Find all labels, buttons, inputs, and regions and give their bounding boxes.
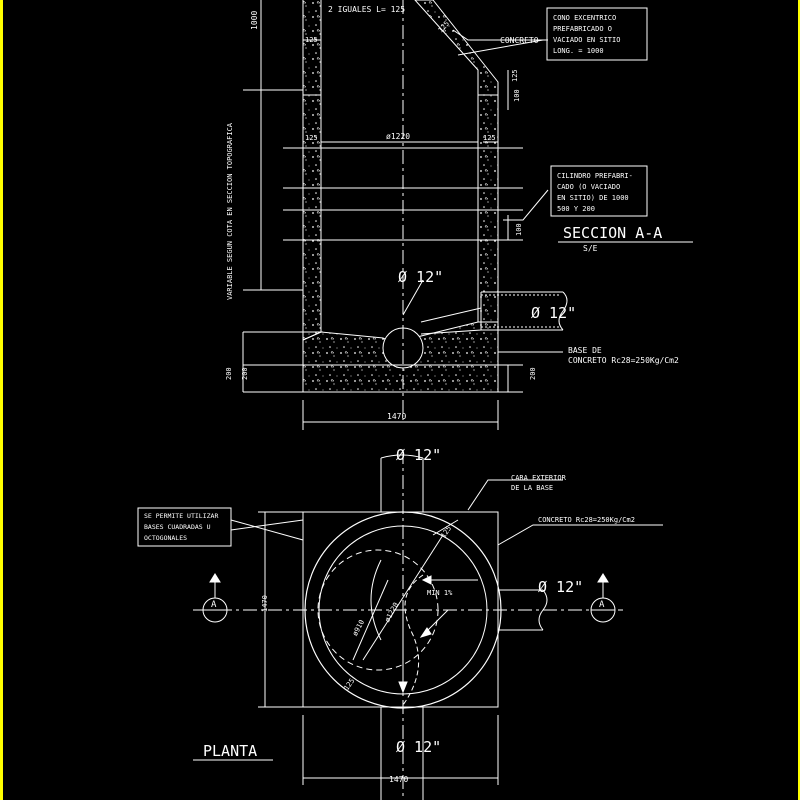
cara-note-2: DE LA BASE bbox=[511, 484, 553, 492]
vertical-note: VARIABLE SEGUN COTA EN SECCION TOPOGRAFI… bbox=[226, 122, 234, 300]
svg-text:LONG. = 1000: LONG. = 1000 bbox=[553, 47, 604, 55]
section-texts: 2 IGUALES L= 125 125 125 CONCRETO 125 ø1… bbox=[225, 5, 679, 421]
concreto-note: CONCRETO Rc28=250Kg/Cm2 bbox=[538, 516, 635, 524]
dim-125-mid-right: 125 bbox=[483, 134, 496, 142]
cut-right-label: A bbox=[599, 600, 605, 610]
pipe-bottom-label: Ø 12" bbox=[396, 738, 441, 756]
cara-note-1: CARA EXTERIOR bbox=[511, 474, 567, 482]
note-top: 2 IGUALES L= 125 bbox=[328, 5, 405, 14]
label-concreto: CONCRETO bbox=[500, 36, 539, 45]
svg-text:OCTOGONALES: OCTOGONALES bbox=[144, 534, 187, 542]
plan-view bbox=[193, 450, 663, 800]
svg-text:SE PERMITE UTILIZAR: SE PERMITE UTILIZAR bbox=[144, 512, 218, 520]
slope-label: MIN 1% bbox=[427, 589, 453, 597]
cylinder-right-wall bbox=[477, 94, 499, 323]
permite-box: SE PERMITE UTILIZAR BASES CUADRADAS U OC… bbox=[137, 507, 232, 547]
dim-200-a: 200 bbox=[225, 367, 233, 380]
dim-125-mid-left: 125 bbox=[305, 134, 318, 142]
cone-left-wall bbox=[302, 0, 322, 96]
svg-text:CONO EXCENTRICO: CONO EXCENTRICO bbox=[553, 14, 616, 22]
inlet-pipe-section bbox=[420, 291, 563, 335]
dim-125-plan-bottom: 125 bbox=[343, 677, 357, 692]
pipe-right-label: Ø 12" bbox=[538, 578, 583, 596]
dim-1000-vertical: 1000 bbox=[250, 11, 259, 30]
dim-125-top-left: 125 bbox=[305, 36, 318, 44]
section-view bbox=[242, 0, 568, 430]
dim-100-right-bottom: 100 bbox=[515, 223, 523, 236]
cylinder-left-wall bbox=[302, 94, 322, 341]
dim-diam-1220-plan: ø1220 bbox=[383, 601, 400, 623]
cut-left-label: A bbox=[211, 600, 217, 610]
dim-125-plan-top: 125 bbox=[439, 525, 453, 540]
svg-text:PREFABRICADO O: PREFABRICADO O bbox=[553, 25, 612, 33]
dim-200-b: 200 bbox=[241, 367, 249, 380]
svg-text:EN SITIO) DE 1000: EN SITIO) DE 1000 bbox=[557, 194, 629, 202]
dim-diam-1220: ø1220 bbox=[386, 132, 410, 141]
dim-125-right: 125 bbox=[511, 69, 519, 82]
pipe-bottom bbox=[380, 707, 424, 800]
plan-title: PLANTA bbox=[203, 742, 257, 760]
dim-200-c: 200 bbox=[529, 367, 537, 380]
dim-1470-vertical: 1470 bbox=[261, 595, 269, 612]
base-note-2: CONCRETO Rc28=250Kg/Cm2 bbox=[568, 356, 679, 365]
section-scale: S/E bbox=[583, 244, 598, 253]
section-title: SECCION A-A bbox=[563, 224, 662, 242]
svg-text:CADO (O VACIADO: CADO (O VACIADO bbox=[557, 183, 620, 191]
pipe-top-label: Ø 12" bbox=[396, 446, 441, 464]
pipe-out-label: Ø 12" bbox=[531, 304, 576, 322]
svg-text:VACIADO EN SITIO: VACIADO EN SITIO bbox=[553, 36, 620, 44]
svg-text:BASES CUADRADAS U: BASES CUADRADAS U bbox=[144, 523, 211, 531]
svg-text:CILINDRO PREFABRI-: CILINDRO PREFABRI- bbox=[557, 172, 633, 180]
cone-right-wall bbox=[414, 0, 499, 96]
cad-canvas: 2 IGUALES L= 125 125 125 CONCRETO 125 ø1… bbox=[3, 0, 798, 800]
dim-1470-horizontal: 1470 bbox=[389, 775, 408, 784]
cilindro-box: CILINDRO PREFABRI- CADO (O VACIADO EN SI… bbox=[550, 165, 648, 217]
plan-texts: Ø 12" Ø 12" Ø 12" CARA EXTERIOR DE LA BA… bbox=[203, 446, 635, 784]
pipe-in-label: Ø 12" bbox=[398, 268, 443, 286]
drawing-svg: 2 IGUALES L= 125 125 125 CONCRETO 125 ø1… bbox=[137, 0, 693, 800]
svg-text:500 Y 200: 500 Y 200 bbox=[557, 205, 595, 213]
base-note-1: BASE DE bbox=[568, 346, 602, 355]
dim-100-right-top: 100 bbox=[513, 89, 521, 102]
cono-box: CONO EXCENTRICO PREFABRICADO O VACIADO E… bbox=[546, 7, 648, 61]
dim-1470-section: 1470 bbox=[387, 412, 406, 421]
pipe-top bbox=[380, 454, 424, 512]
